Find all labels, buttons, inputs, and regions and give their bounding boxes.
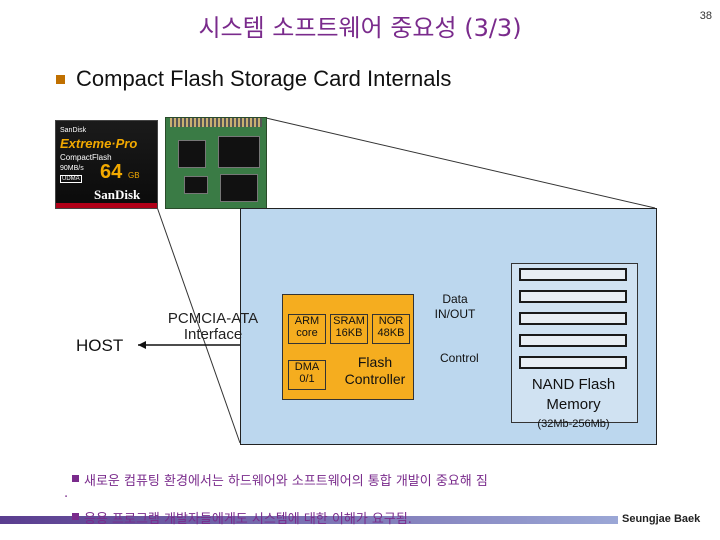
- bullet-text-2: 응용 프로그램 개발자들에게도 시스템에 대한 이해가 요구됨.: [84, 512, 412, 527]
- controller-label: Flash Controller: [336, 354, 414, 388]
- flash-chip: [220, 174, 258, 202]
- square-bullet-icon: [72, 475, 79, 482]
- card-capacity: 64: [100, 161, 123, 183]
- arm-label: ARM: [294, 315, 320, 327]
- host-label: HOST: [76, 336, 124, 355]
- card-speed: 90MB/s: [60, 165, 84, 172]
- bullet-continuation: .: [64, 486, 69, 501]
- card-logo: SanDisk: [94, 187, 141, 202]
- dma-label: DMA: [294, 361, 320, 373]
- card-unit: GB: [128, 171, 140, 180]
- nand-line1: NAND Flash: [531, 376, 616, 393]
- section-heading: Compact Flash Storage Card Internals: [76, 66, 452, 91]
- sram-label: SRAM: [333, 315, 365, 327]
- data-line2: IN/OUT: [434, 307, 476, 321]
- square-bullet-icon: [72, 513, 79, 520]
- card-brand: SanDisk: [60, 127, 87, 134]
- square-bullet-icon: [56, 75, 65, 84]
- flash-chip: [218, 136, 260, 168]
- nand-label: NAND Flash Memory: [511, 375, 636, 415]
- interface-label: PCMCIA-ATA Interface: [158, 311, 268, 343]
- card-type: CompactFlash: [60, 153, 112, 162]
- card-udma: UDMA: [60, 175, 82, 183]
- sram-cell: SRAM 16KB: [330, 314, 368, 344]
- sram-size: 16KB: [335, 327, 363, 339]
- data-line1: Data: [442, 292, 468, 306]
- small-chip: [184, 176, 208, 194]
- nand-chip-bar: [519, 312, 627, 325]
- interface-line1: PCMCIA-ATA: [167, 310, 259, 327]
- controller-line1: Flash: [357, 354, 393, 370]
- nand-chip-bar: [519, 356, 627, 369]
- nand-chip-bar: [519, 290, 627, 303]
- card-stripe: [56, 203, 157, 208]
- page-number: 38: [699, 10, 712, 22]
- controller-line2: Controller: [344, 371, 406, 387]
- footer-bar: [0, 516, 618, 524]
- arrow-left-icon: [138, 341, 146, 349]
- pcb-connector: [170, 118, 262, 127]
- nand-size: (32Mb-256Mb): [537, 418, 610, 430]
- nor-cell: NOR 48KB: [372, 314, 410, 344]
- nand-chip-bar: [519, 268, 627, 281]
- control-label: Control: [440, 351, 479, 365]
- nor-label: NOR: [378, 315, 404, 327]
- bullet-text-1: 새로운 컴퓨팅 환경에서는 하드웨어와 소프트웨어의 통합 개발이 중요해 짐: [84, 474, 488, 489]
- core-label: core: [296, 327, 318, 339]
- author-name: Seungjae Baek: [622, 513, 701, 525]
- card-series: Extreme·Pro: [60, 136, 138, 151]
- compact-flash-card-photo: SanDisk Extreme·Pro CompactFlash 90MB/s …: [55, 120, 158, 209]
- data-io-label: Data IN/OUT: [426, 292, 484, 322]
- card-pcb-photo: [165, 117, 267, 209]
- nand-chip-bar: [519, 334, 627, 347]
- slide-title: 시스템 소프트웨어 중요성 (3/3): [198, 14, 522, 42]
- dma-channels: 0/1: [299, 373, 315, 385]
- controller-chip: [178, 140, 206, 168]
- nand-line2: Memory: [546, 396, 601, 413]
- interface-line2: Interface: [183, 326, 243, 343]
- arm-core-cell: ARM core: [288, 314, 326, 344]
- nor-size: 48KB: [377, 327, 405, 339]
- dma-cell: DMA 0/1: [288, 360, 326, 390]
